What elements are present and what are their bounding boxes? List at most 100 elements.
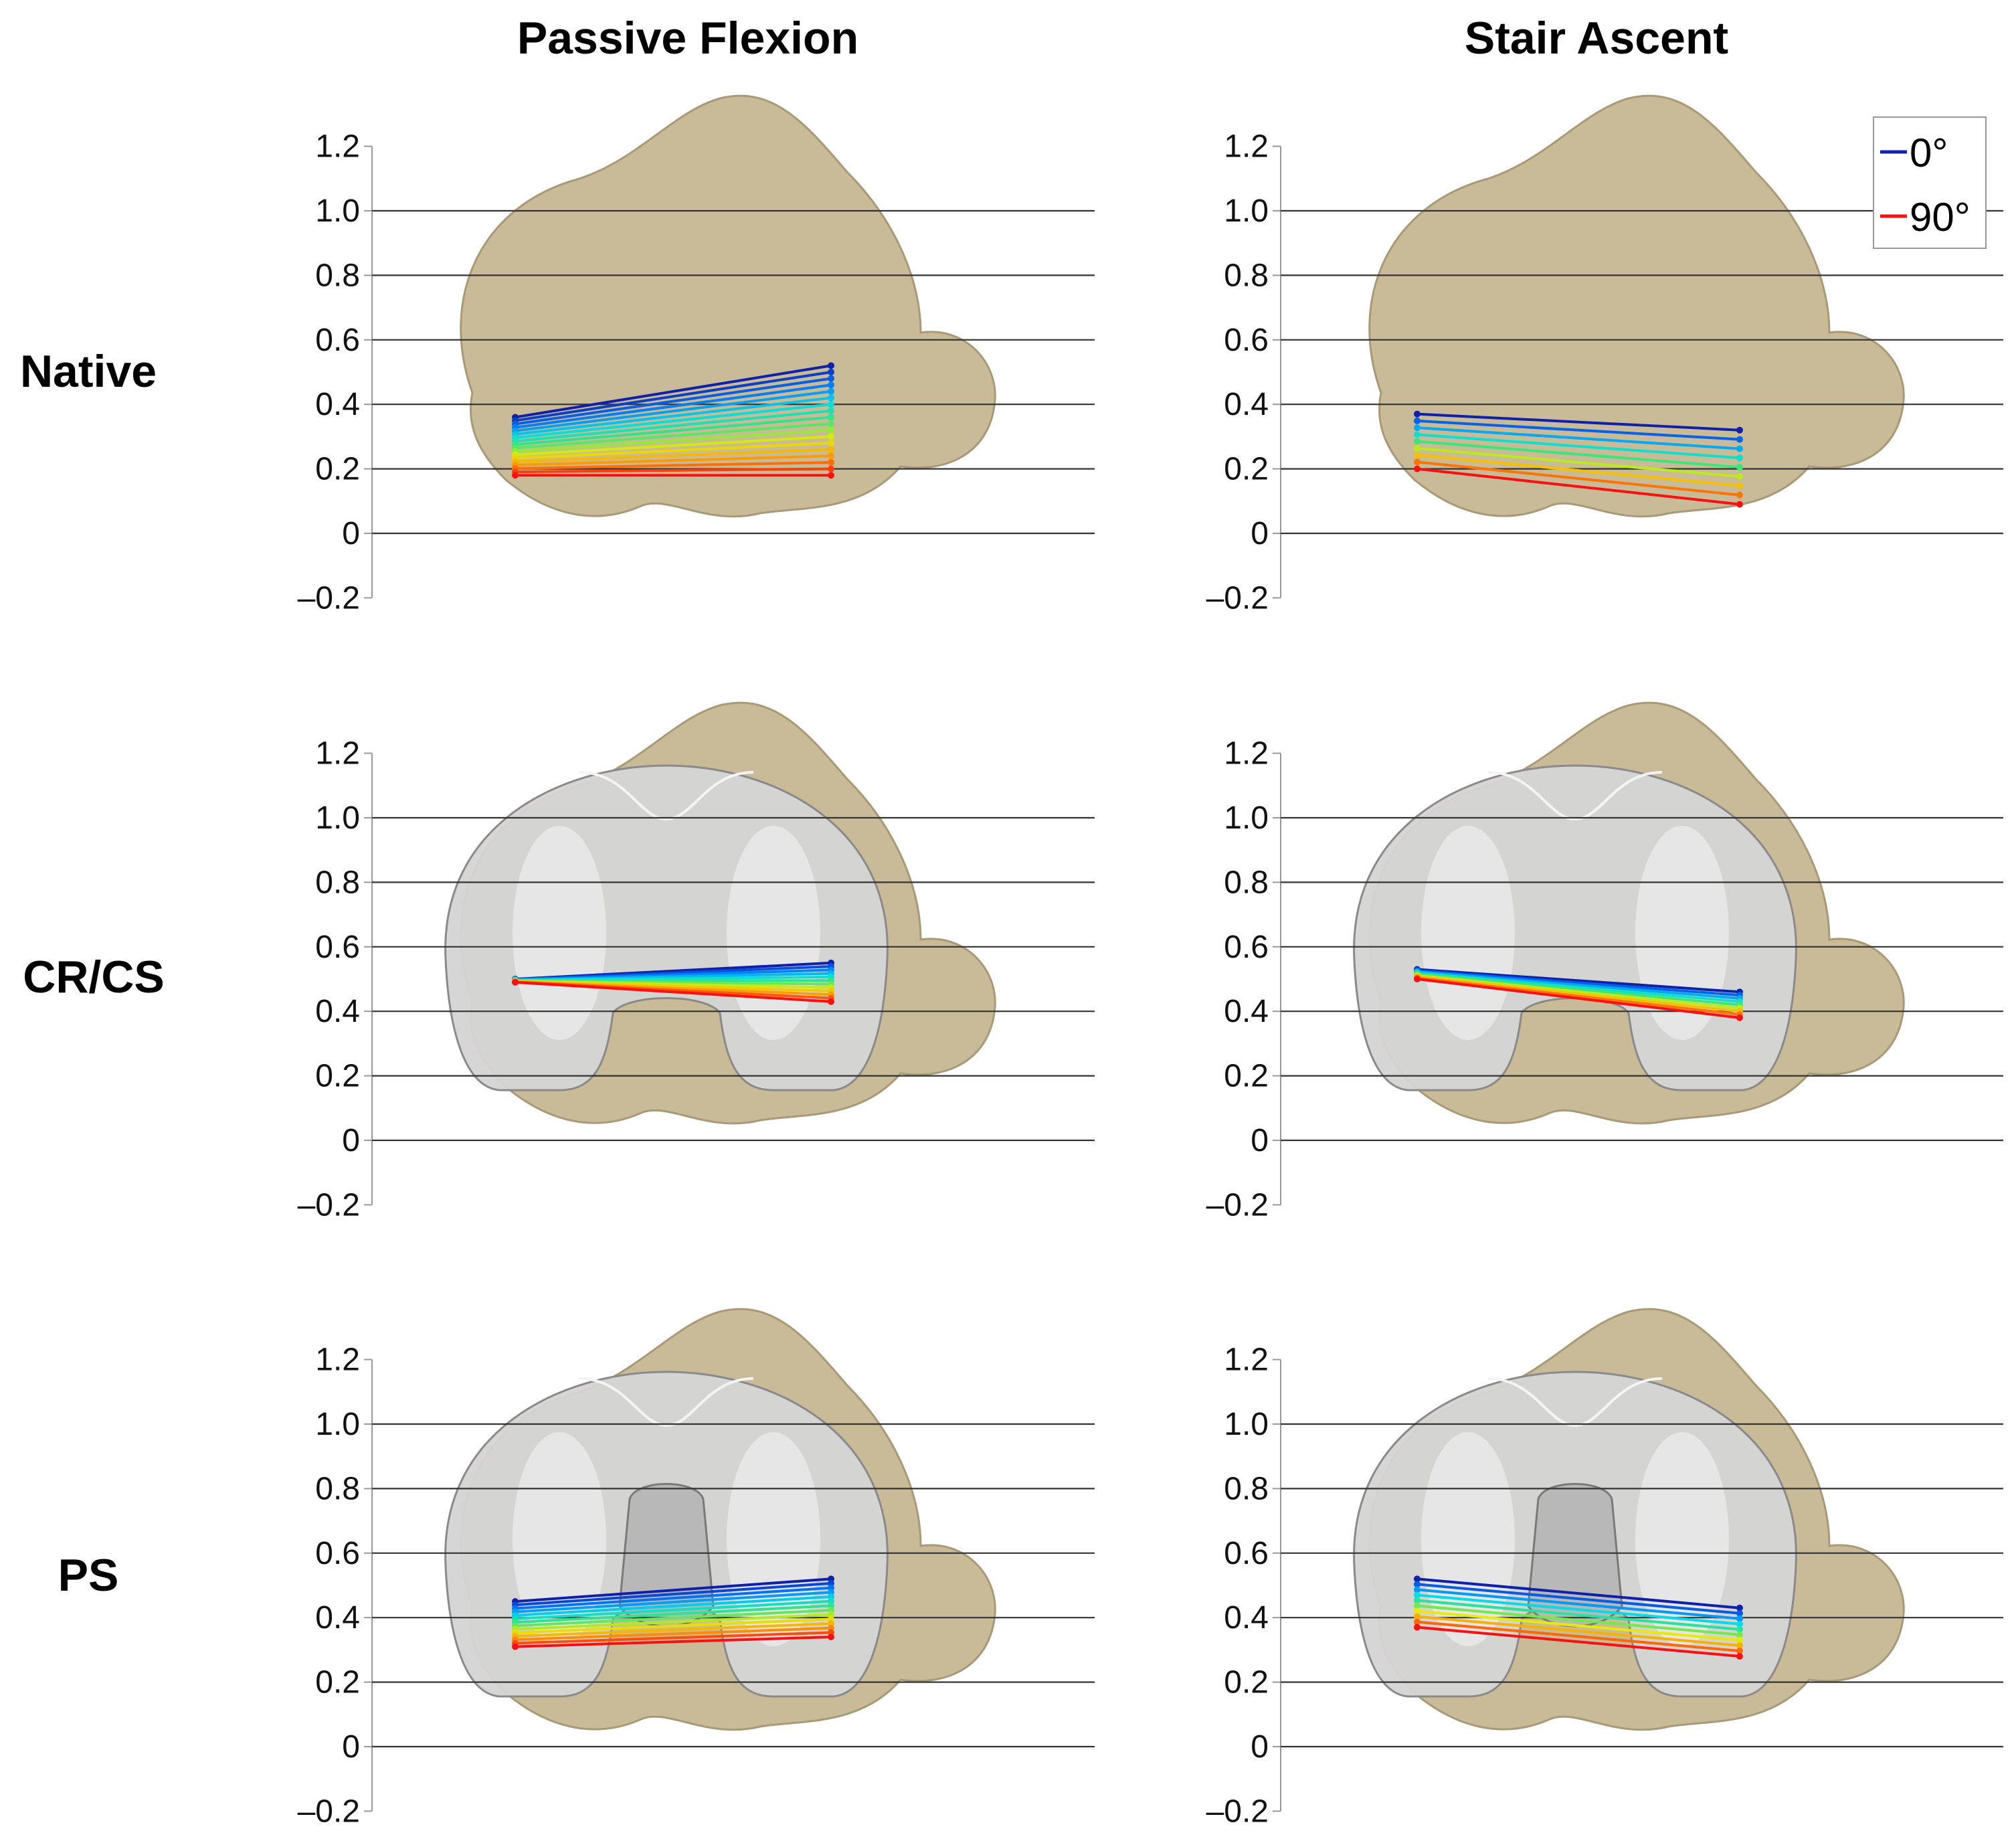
flexion-line (1416, 974, 1740, 1010)
legend-box (1873, 116, 1987, 249)
flexion-line (1416, 412, 1740, 432)
flexion-line (1416, 1620, 1740, 1652)
flexion-point-lateral (1736, 1653, 1743, 1660)
y-tick-label: –0.2 (1206, 580, 1269, 616)
flexion-point-lateral (1736, 482, 1743, 489)
flexion-line (515, 454, 832, 466)
tibia-bone-0-0 (460, 94, 996, 518)
flexion-line (515, 1604, 832, 1624)
y-tick-label: 0.8 (1224, 865, 1269, 900)
y-tick-label: 1.2 (315, 736, 360, 772)
flexion-point-lateral (1736, 1620, 1743, 1628)
flexion-line (1416, 968, 1740, 994)
flexion-line (1416, 972, 1740, 1006)
flexion-line (1416, 1588, 1740, 1620)
flexion-line (515, 980, 832, 1003)
y-tick-label: 0 (342, 1729, 360, 1765)
row-label-ps: PS (58, 1550, 119, 1601)
flexion-point-lateral (1736, 1604, 1743, 1611)
flexion-point-medial (1414, 458, 1421, 466)
flexion-point-lateral (828, 446, 834, 453)
flexion-point-lateral (1736, 1631, 1743, 1638)
medial-highlight-1-1 (1421, 826, 1515, 1040)
flexion-point-medial (1414, 1618, 1421, 1626)
flexion-line (515, 1622, 832, 1638)
row-label-cr-cs: CR/CS (23, 952, 165, 1002)
flexion-line (515, 364, 832, 419)
y-tick-label: 0 (1251, 1123, 1269, 1158)
flexion-point-lateral (1736, 1626, 1743, 1633)
flexion-line (1416, 1577, 1740, 1609)
flexion-point-lateral (1736, 454, 1743, 462)
flexion-line (515, 383, 832, 429)
flexion-line (515, 1609, 832, 1628)
y-tick-label: 0.8 (315, 865, 360, 900)
y-tick-label: 0.2 (315, 452, 360, 487)
flexion-line (1416, 467, 1740, 506)
flexion-point-lateral (828, 465, 834, 472)
y-tick-label: 1.0 (1224, 193, 1269, 229)
flexion-point-medial (1414, 431, 1421, 438)
flexion-line (1416, 978, 1740, 1019)
y-tick-label: 1.0 (315, 193, 360, 229)
flexion-point-lateral (1736, 1014, 1743, 1021)
flexion-line (1416, 1599, 1740, 1631)
flexion-line (515, 460, 832, 470)
y-tick-label: 0.2 (315, 1059, 360, 1094)
panel-cr-cs-passive-flexion: 1.21.00.80.60.40.20–0.2 (298, 701, 1095, 1223)
flexion-line (515, 371, 832, 422)
flexion-point-lateral (1736, 1636, 1743, 1644)
flexion-line (515, 1577, 832, 1603)
flexion-line (515, 1626, 832, 1642)
flexion-point-lateral (828, 458, 834, 466)
flexion-line (1416, 1604, 1740, 1636)
panel-ps-stair-ascent: 1.21.00.80.60.40.20–0.2 (1206, 1308, 2003, 1829)
y-tick-label: 0.2 (315, 1665, 360, 1700)
y-tick-label: 0 (342, 516, 360, 551)
y-tick-label: 0.8 (315, 1471, 360, 1506)
flexion-line (515, 467, 832, 474)
y-tick-label: 0.6 (315, 1536, 360, 1571)
y-tick-label: 0.8 (1224, 1471, 1269, 1506)
flexion-point-medial (512, 1643, 519, 1650)
flexion-line (515, 1599, 832, 1621)
y-tick-label: 0.6 (1224, 930, 1269, 965)
y-tick-label: 0.6 (1224, 323, 1269, 358)
flexion-point-medial (1414, 1575, 1421, 1583)
flexion-line (515, 422, 832, 450)
flexion-line (515, 448, 832, 463)
flexion-point-lateral (828, 387, 834, 395)
flexion-point-lateral (828, 452, 834, 460)
flexion-line (1416, 1609, 1740, 1642)
legend-label: 0° (1910, 130, 1948, 175)
flexion-line (515, 1617, 832, 1634)
y-tick-label: –0.2 (1206, 1793, 1269, 1829)
flexion-line (1416, 426, 1740, 450)
flexion-line (515, 377, 832, 426)
y-tick-label: 0.4 (315, 994, 360, 1029)
flexion-line (1416, 454, 1740, 487)
panel-native-passive-flexion: 1.21.00.80.60.40.20–0.2 (298, 94, 1095, 616)
flexion-point-medial (1414, 976, 1421, 982)
flexion-line (515, 428, 832, 453)
flexion-line (515, 389, 832, 432)
flexion-point-medial (1414, 1586, 1421, 1593)
flexion-point-medial (1414, 444, 1421, 452)
y-tick-label: 0.6 (315, 930, 360, 965)
flexion-line (1416, 446, 1740, 478)
y-tick-label: 0 (1251, 516, 1269, 551)
panel-cr-cs-stair-ascent: 1.21.00.80.60.40.20–0.2 (1206, 701, 2003, 1223)
flexion-point-medial (1414, 424, 1421, 432)
flexion-point-medial (512, 472, 519, 479)
flexion-point-lateral (828, 394, 834, 402)
y-tick-label: 1.2 (1224, 129, 1269, 165)
y-tick-label: 0.2 (1224, 452, 1269, 487)
y-tick-label: 1.0 (315, 1407, 360, 1442)
y-tick-label: 0.4 (1224, 994, 1269, 1029)
y-tick-label: 0.8 (315, 258, 360, 293)
flexion-line (1416, 975, 1740, 1013)
flexion-point-medial (1414, 438, 1421, 445)
lateral-highlight-2-1 (1635, 1432, 1729, 1646)
y-tick-label: 0.6 (315, 323, 360, 358)
flexion-point-lateral (1736, 1609, 1743, 1617)
